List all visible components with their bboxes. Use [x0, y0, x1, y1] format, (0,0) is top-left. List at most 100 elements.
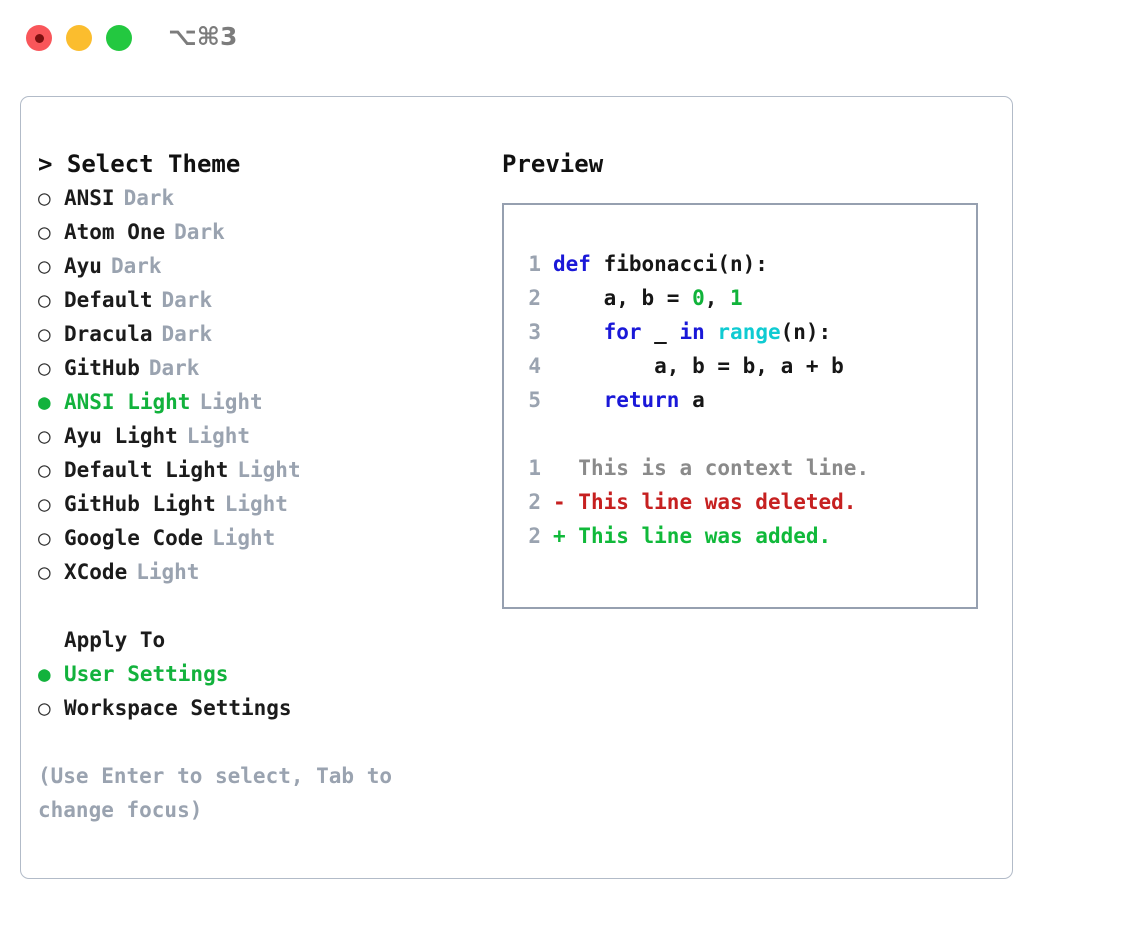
theme-list-item[interactable]: ● ANSI Light Light	[38, 385, 468, 419]
theme-variant-badge: Dark	[161, 322, 213, 346]
diff-sample: 1 This is a context line.2- This line wa…	[513, 451, 972, 553]
diff-sign	[553, 451, 578, 485]
theme-name: ANSI	[64, 186, 115, 210]
diff-line: 2 + This line was added.	[513, 519, 972, 553]
code-text: a, b = b, a + b	[553, 349, 844, 383]
theme-variant-badge: Dark	[110, 254, 162, 278]
theme-name: Atom One	[64, 220, 166, 244]
diff-line: 1 This is a context line.	[513, 451, 972, 485]
code-token	[553, 388, 604, 412]
theme-name: GitHub	[64, 356, 140, 380]
code-token: for	[603, 320, 642, 344]
code-line: 3 for _ in range(n):	[513, 315, 972, 349]
line-number: 2	[528, 490, 541, 514]
diff-sign: -	[553, 490, 579, 514]
theme-name: Ayu Light	[64, 424, 178, 448]
diff-line: 2- This line was deleted.	[513, 485, 972, 519]
window-controls	[26, 25, 132, 51]
code-token: a	[679, 388, 705, 412]
radio-unselected-icon: ○	[38, 526, 51, 550]
theme-variant-badge: Dark	[161, 288, 213, 312]
code-line: 2 a, b = 0, 1	[513, 281, 972, 315]
title-bar: ⌥⌘3	[0, 0, 1140, 78]
apply-to-list[interactable]: ●User Settings ○ Workspace Settings	[38, 657, 468, 725]
line-number: 2	[528, 524, 541, 548]
code-token	[705, 320, 718, 344]
radio-selected-icon: ●	[38, 390, 51, 414]
theme-list-item[interactable]: ○ Ayu Light Light	[38, 419, 468, 453]
apply-to-label: User Settings	[64, 662, 229, 686]
radio-unselected-icon: ○	[38, 288, 51, 312]
code-text: for _ in range(n):	[553, 315, 832, 349]
theme-list-item[interactable]: ○ Ayu Dark	[38, 249, 468, 283]
diff-text: This line was added.	[578, 524, 832, 548]
apply-to-item[interactable]: ●User Settings	[38, 657, 468, 691]
theme-name: XCode	[64, 560, 128, 584]
diff-text: This is a context line.	[578, 456, 870, 480]
code-token	[553, 320, 604, 344]
theme-list-item[interactable]: ○ Google Code Light	[38, 521, 468, 555]
theme-list-item[interactable]: ○ Default Light Light	[38, 453, 468, 487]
line-number: 1	[528, 456, 541, 480]
code-text: a, b = 0, 1	[553, 281, 743, 315]
theme-name: Google Code	[64, 526, 204, 550]
section-spacer	[38, 589, 468, 623]
theme-variant-badge: Dark	[148, 356, 200, 380]
theme-name: Ayu	[64, 254, 102, 278]
diff-text: This line was deleted.	[578, 490, 857, 514]
theme-name: ANSI Light	[64, 390, 191, 414]
theme-variant-badge: Light	[199, 390, 263, 414]
page-title: > Select Theme	[38, 150, 241, 178]
radio-unselected-icon: ○	[38, 696, 51, 720]
theme-list-item[interactable]: ○ Default Dark	[38, 283, 468, 317]
code-line: 4 a, b = b, a + b	[513, 349, 972, 383]
radio-unselected-icon: ○	[38, 186, 51, 210]
diff-sign: +	[553, 524, 579, 548]
radio-unselected-icon: ○	[38, 424, 51, 448]
theme-variant-badge: Dark	[123, 186, 175, 210]
line-number: 2	[528, 286, 541, 310]
code-token: _	[641, 320, 680, 344]
code-token: in	[679, 320, 705, 344]
radio-unselected-icon: ○	[38, 254, 51, 278]
code-token: (n):	[780, 320, 832, 344]
theme-variant-badge: Light	[224, 492, 288, 516]
theme-variant-badge: Light	[186, 424, 251, 448]
theme-name: Default	[64, 288, 153, 312]
radio-unselected-icon: ○	[38, 492, 51, 516]
code-token: ,	[704, 286, 731, 310]
radio-unselected-icon: ○	[38, 322, 51, 346]
maximize-icon[interactable]	[106, 25, 132, 51]
theme-name: Default Light	[64, 458, 229, 482]
theme-variant-badge: Light	[237, 458, 301, 482]
apply-to-item[interactable]: ○ Workspace Settings	[38, 691, 468, 725]
theme-list-item[interactable]: ○ ANSI Dark	[38, 181, 468, 215]
close-icon[interactable]	[26, 25, 52, 51]
line-number: 5	[528, 388, 541, 412]
code-token: range	[717, 320, 781, 344]
keyboard-hint-text: (Use Enter to select, Tab to change focu…	[38, 764, 405, 822]
theme-name: Dracula	[64, 322, 153, 346]
radio-unselected-icon: ○	[38, 220, 51, 244]
apply-to-heading: Apply To	[64, 628, 166, 652]
theme-variant-badge: Light	[212, 526, 276, 550]
radio-unselected-icon: ○	[38, 458, 51, 482]
code-token: fibonacci(n):	[590, 252, 768, 276]
minimize-icon[interactable]	[66, 25, 92, 51]
line-number: 3	[528, 320, 541, 344]
apply-to-label: Workspace Settings	[64, 696, 292, 720]
keyboard-shortcut-label: ⌥⌘3	[168, 22, 238, 51]
theme-list-item[interactable]: ○ Dracula Dark	[38, 317, 468, 351]
code-token: a, b = b, a + b	[553, 354, 844, 378]
